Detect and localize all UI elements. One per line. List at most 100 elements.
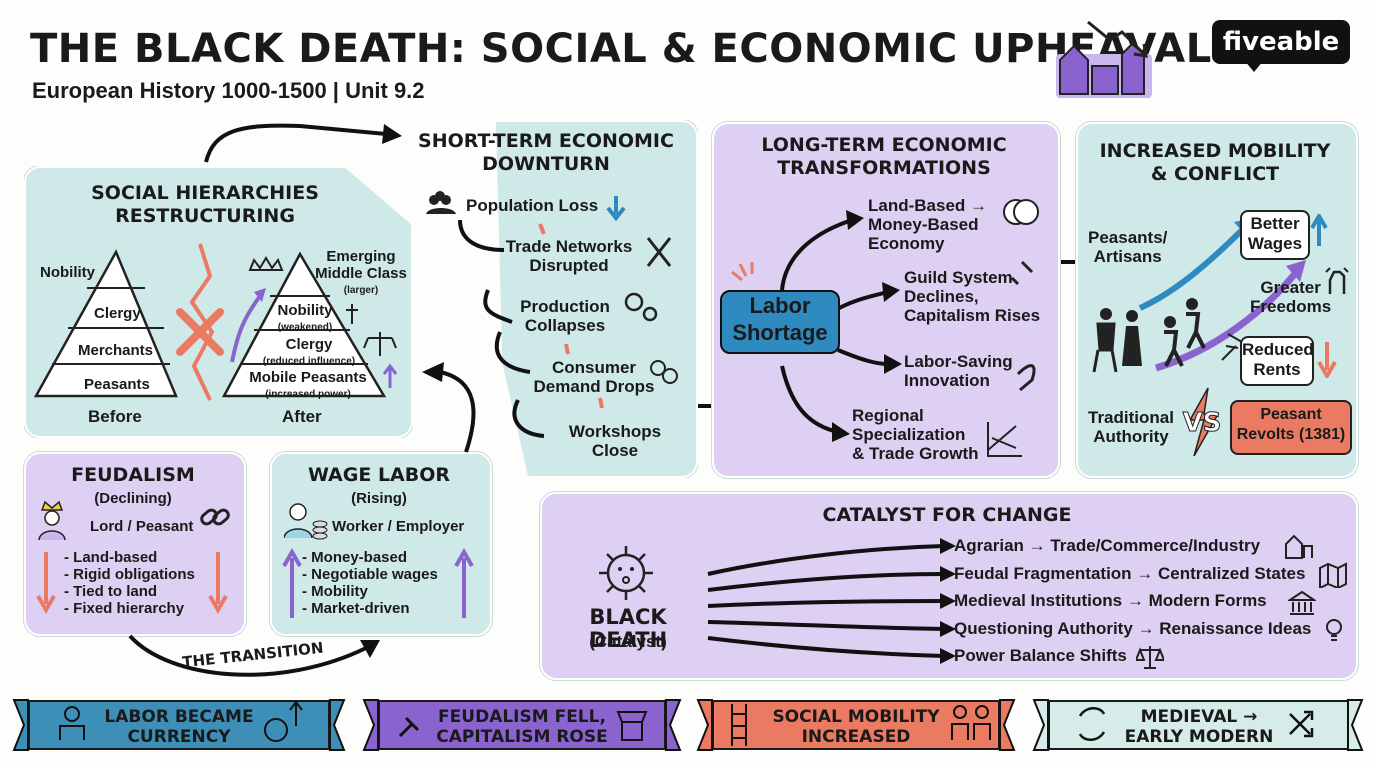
raised-fist-icon <box>1325 267 1349 294</box>
ribbon-line: LABOR BECAME <box>104 707 254 727</box>
labor-shortage-box: Labor Shortage <box>720 290 840 354</box>
fiveable-logo[interactable]: fiveable <box>1212 20 1350 64</box>
traditional-text: Traditional <box>1088 408 1174 427</box>
ribbon-feudalism-body: FEUDALISM FELL, CAPITALISM ROSE <box>378 700 666 750</box>
consumer-step: Consumer Demand Drops <box>526 358 662 396</box>
catalyst-row: Medieval Institutions → Modern Forms <box>954 591 1267 610</box>
hierarchy-pyramids <box>33 243 398 401</box>
long-term-title-line2: TRANSFORMATIONS <box>777 157 991 179</box>
wages-up-icon <box>1310 214 1328 246</box>
after-nobility-note: (weakened) <box>277 322 333 333</box>
production-step: Production Collapses <box>500 297 630 335</box>
better-text: Better <box>1250 214 1300 233</box>
branch-line: Specialization <box>852 425 966 444</box>
ribbon-medieval-body: MEDIEVAL → EARLY MODERN <box>1048 700 1350 750</box>
page-title: THE BLACK DEATH: SOCIAL & ECONOMIC UPHEA… <box>30 26 1212 72</box>
lightbulb-icon <box>1326 619 1342 641</box>
ribbon-line: FEUDALISM FELL, <box>438 707 606 727</box>
after-label: After <box>282 407 322 426</box>
ribbon-mobility-body: SOCIAL MOBILITY INCREASED <box>712 700 1000 750</box>
vs-lightning-icon <box>1188 387 1220 457</box>
wage-labor-panel <box>270 452 492 636</box>
branch-line: Capitalism Rises <box>904 306 1041 325</box>
transition-label: THE TRANSITION <box>181 638 325 672</box>
middle-class-line: Middle Class <box>315 265 407 282</box>
traditional-authority-label: Traditional Authority <box>1088 408 1174 446</box>
feudalism-status: (Declining) <box>94 490 172 507</box>
after-peasants-note: (increased power) <box>265 389 351 400</box>
rents-text: Rents <box>1253 360 1301 379</box>
feudalism-down-arrows <box>36 552 228 615</box>
after-nobility-label: Nobility (weakened) <box>268 302 342 336</box>
feudalism-item: - Tied to land <box>64 583 158 600</box>
ribbon-social-mobility: SOCIAL MOBILITY INCREASED <box>698 700 1014 750</box>
long-term-title: LONG-TERM ECONOMIC TRANSFORMATIONS <box>712 134 1056 180</box>
workshops-text: Workshops <box>568 422 662 441</box>
trade-networks-text: Trade Networks <box>505 237 633 256</box>
social-title-line1: SOCIAL HIERARCHIES <box>91 182 319 204</box>
feudalism-title: FEUDALISM <box>71 464 195 486</box>
feudalism-relation: Lord / Peasant <box>90 518 194 535</box>
after-peasants-label: Mobile Peasants (increased power) <box>240 369 376 403</box>
disrupted-text: Disrupted <box>529 256 609 275</box>
short-term-title-line1: SHORT-TERM ECONOMIC <box>418 130 674 152</box>
feudalism-items: - Land-based - Rigid obligations - Tied … <box>64 549 195 617</box>
consumer-text: Consumer <box>551 358 637 377</box>
branch-line: Economy <box>868 234 945 253</box>
production-text: Production <box>520 297 610 316</box>
greater-freedoms-label: Greater Freedoms <box>1250 278 1331 316</box>
long-term-title-line1: LONG-TERM ECONOMIC <box>761 134 1007 156</box>
before-nobility-label: Nobility <box>40 264 95 281</box>
catalyst-title: CATALYST FOR CHANGE <box>822 504 1072 526</box>
reduced-rents-badge: Reduced Rents <box>1240 336 1314 386</box>
branch-line: Guild System <box>904 268 1013 287</box>
social-title-line2: RESTRUCTURING <box>115 205 295 227</box>
emerging-line: Emerging <box>326 248 396 265</box>
middle-class-note: (larger) <box>343 285 379 296</box>
catalyst-row: Power Balance Shifts <box>954 646 1127 665</box>
black-death-label: BLACK DEATH <box>588 605 668 652</box>
catalyst-note: (Catalyst) <box>589 632 667 651</box>
ribbon-labor-currency: LABOR BECAME CURRENCY <box>14 700 344 750</box>
after-nobility-text: Nobility <box>277 302 333 319</box>
reduced-text: Reduced <box>1242 340 1314 359</box>
branch-line: Land-Based → <box>868 196 988 215</box>
rents-down-icon <box>1317 342 1337 378</box>
branch-guild-system: Guild System Declines, Capitalism Rises <box>904 268 1040 325</box>
logo-tail <box>1244 60 1264 72</box>
wage-item: - Money-based <box>302 549 408 566</box>
catalyst-panel <box>540 492 1358 680</box>
before-merchants-label: Merchants <box>78 342 154 359</box>
before-label: Before <box>88 407 142 426</box>
feudalism-item: - Fixed hierarchy <box>64 600 185 617</box>
catalyst-arrows <box>707 538 956 664</box>
castle-decline-icon <box>1056 20 1152 98</box>
catalyst-row: Feudal Fragmentation → Centralized State… <box>954 564 1306 583</box>
freedoms-text: Freedoms <box>1250 297 1332 316</box>
close-text: Close <box>591 441 639 460</box>
ribbon-labor-body: LABOR BECAME CURRENCY <box>28 700 330 750</box>
feudalism-panel <box>24 452 246 636</box>
wages-text: Wages <box>1247 234 1303 253</box>
wage-relation: Worker / Employer <box>332 518 465 535</box>
branch-line: Money-Based <box>868 215 979 234</box>
peasants-text: Peasants/ <box>1088 228 1168 247</box>
greater-text: Greater <box>1260 278 1321 297</box>
ribbon-medieval-modern: MEDIEVAL → EARLY MODERN <box>1034 700 1364 750</box>
map-icon <box>1319 562 1347 588</box>
ribbon-line: CAPITALISM ROSE <box>436 727 608 747</box>
population-loss: Population Loss <box>466 196 599 215</box>
after-clergy-text: Clergy <box>285 336 333 353</box>
feudalism-item: - Land-based <box>64 549 158 566</box>
before-peasants-label: Peasants <box>84 376 150 393</box>
branch-line: Innovation <box>904 371 990 390</box>
virus-icon <box>599 546 653 600</box>
vs-label: VS <box>1182 408 1222 439</box>
ribbon-feudalism-capitalism: FEUDALISM FELL, CAPITALISM ROSE <box>364 700 680 750</box>
lord-icon <box>38 500 66 540</box>
peasant-revolts-badge: Peasant Revolts (1381) <box>1230 400 1352 455</box>
mobility-figures <box>1092 218 1306 373</box>
mobility-title-line1: INCREASED MOBILITY <box>1099 140 1331 162</box>
mobility-title: INCREASED MOBILITY & CONFLICT <box>1076 140 1354 186</box>
emerging-middle-class-label: Emerging Middle Class (larger) <box>306 248 416 299</box>
